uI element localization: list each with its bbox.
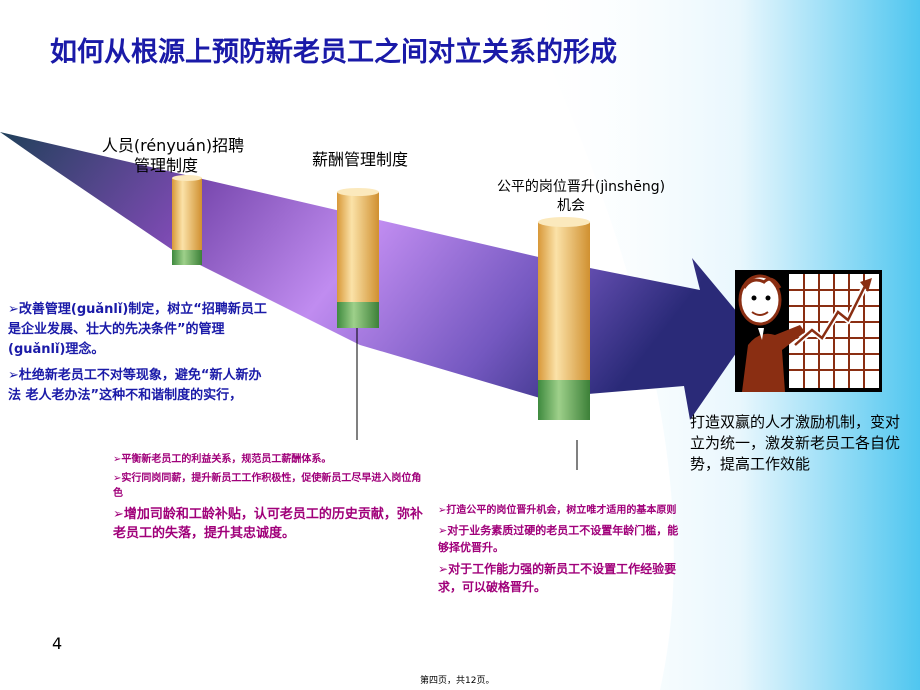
list-item: ➢平衡新老员工的利益关系，规范员工薪酬体系。 <box>113 454 332 465</box>
list-item: ➢对于业务素质过硬的老员工不设置年龄门槛，能够择优晋升。 <box>438 524 679 554</box>
salary-points: ➢平衡新老员工的利益关系，规范员工薪酬体系。 ➢实行同岗同薪，提升新员工工作积极… <box>113 452 423 547</box>
column-label-promotion-line1: 公平的岗位晋升(jìnshēng) <box>496 179 666 195</box>
column-label-recruitment-line1: 人员(rényuán)招聘 <box>101 136 245 155</box>
cylinder-salary <box>337 188 379 328</box>
bullet-arrow-icon: ➢ <box>113 473 122 484</box>
promotion-points: ➢打造公平的岗位晋升机会，树立唯才适用的基本原则 ➢对于业务素质过硬的老员工不设… <box>438 503 688 600</box>
bullet-arrow-icon: ➢ <box>113 507 124 522</box>
column-label-recruitment-line2: 管理制度 <box>133 156 198 175</box>
bullet-arrow-icon: ➢ <box>438 524 448 537</box>
column-label-promotion: 公平的岗位晋升(jìnshēng) 机会 <box>476 178 686 216</box>
cylinder-recruitment <box>172 175 202 265</box>
bullet-arrow-icon: ➢ <box>8 302 19 317</box>
list-item: ➢打造公平的岗位晋升机会，树立唯才适用的基本原则 <box>438 505 677 516</box>
column-label-salary: 薪酬管理制度 <box>312 150 409 169</box>
slide-number: 4 <box>52 634 63 653</box>
list-item: ➢杜绝新老员工不对等现象，避免“新人新办法 老人老办法”这种不和谐制度的实行， <box>8 368 262 403</box>
goal-statement: 打造双赢的人才激励机制，变对立为统一，激发新老员工各自优势，提高工作效能 <box>690 413 901 473</box>
list-item: ➢增加司龄和工龄补贴，认可老员工的历史贡献，弥补老员工的失落，提升其忠诚度。 <box>113 507 423 541</box>
list-item: ➢实行同岗同薪，提升新员工工作积极性，促使新员工尽早进入岗位角色 <box>113 473 422 499</box>
recruitment-points: ➢改善管理(guǎnlǐ)制定，树立“招聘新员工是企业发展、壮大的先决条件”的管… <box>8 300 270 412</box>
list-item: ➢对于工作能力强的新员工不设置工作经验要求，可以破格晋升。 <box>438 562 677 594</box>
column-label-recruitment: 人员(rényuán)招聘 管理制度 <box>88 136 258 176</box>
bullet-arrow-icon: ➢ <box>8 368 19 383</box>
bullet-arrow-icon: ➢ <box>438 562 449 576</box>
cylinder-promotion <box>538 217 590 420</box>
bullet-arrow-icon: ➢ <box>438 505 447 516</box>
businessman-chart-picture <box>735 270 882 392</box>
column-label-promotion-line2: 机会 <box>557 198 585 214</box>
slide-title: 如何从根源上预防新老员工之间对立关系的形成 <box>50 37 617 68</box>
page-footer: 第四页，共12页。 <box>420 676 495 686</box>
bullet-arrow-icon: ➢ <box>113 454 122 465</box>
list-item: ➢改善管理(guǎnlǐ)制定，树立“招聘新员工是企业发展、壮大的先决条件”的管… <box>8 302 267 357</box>
